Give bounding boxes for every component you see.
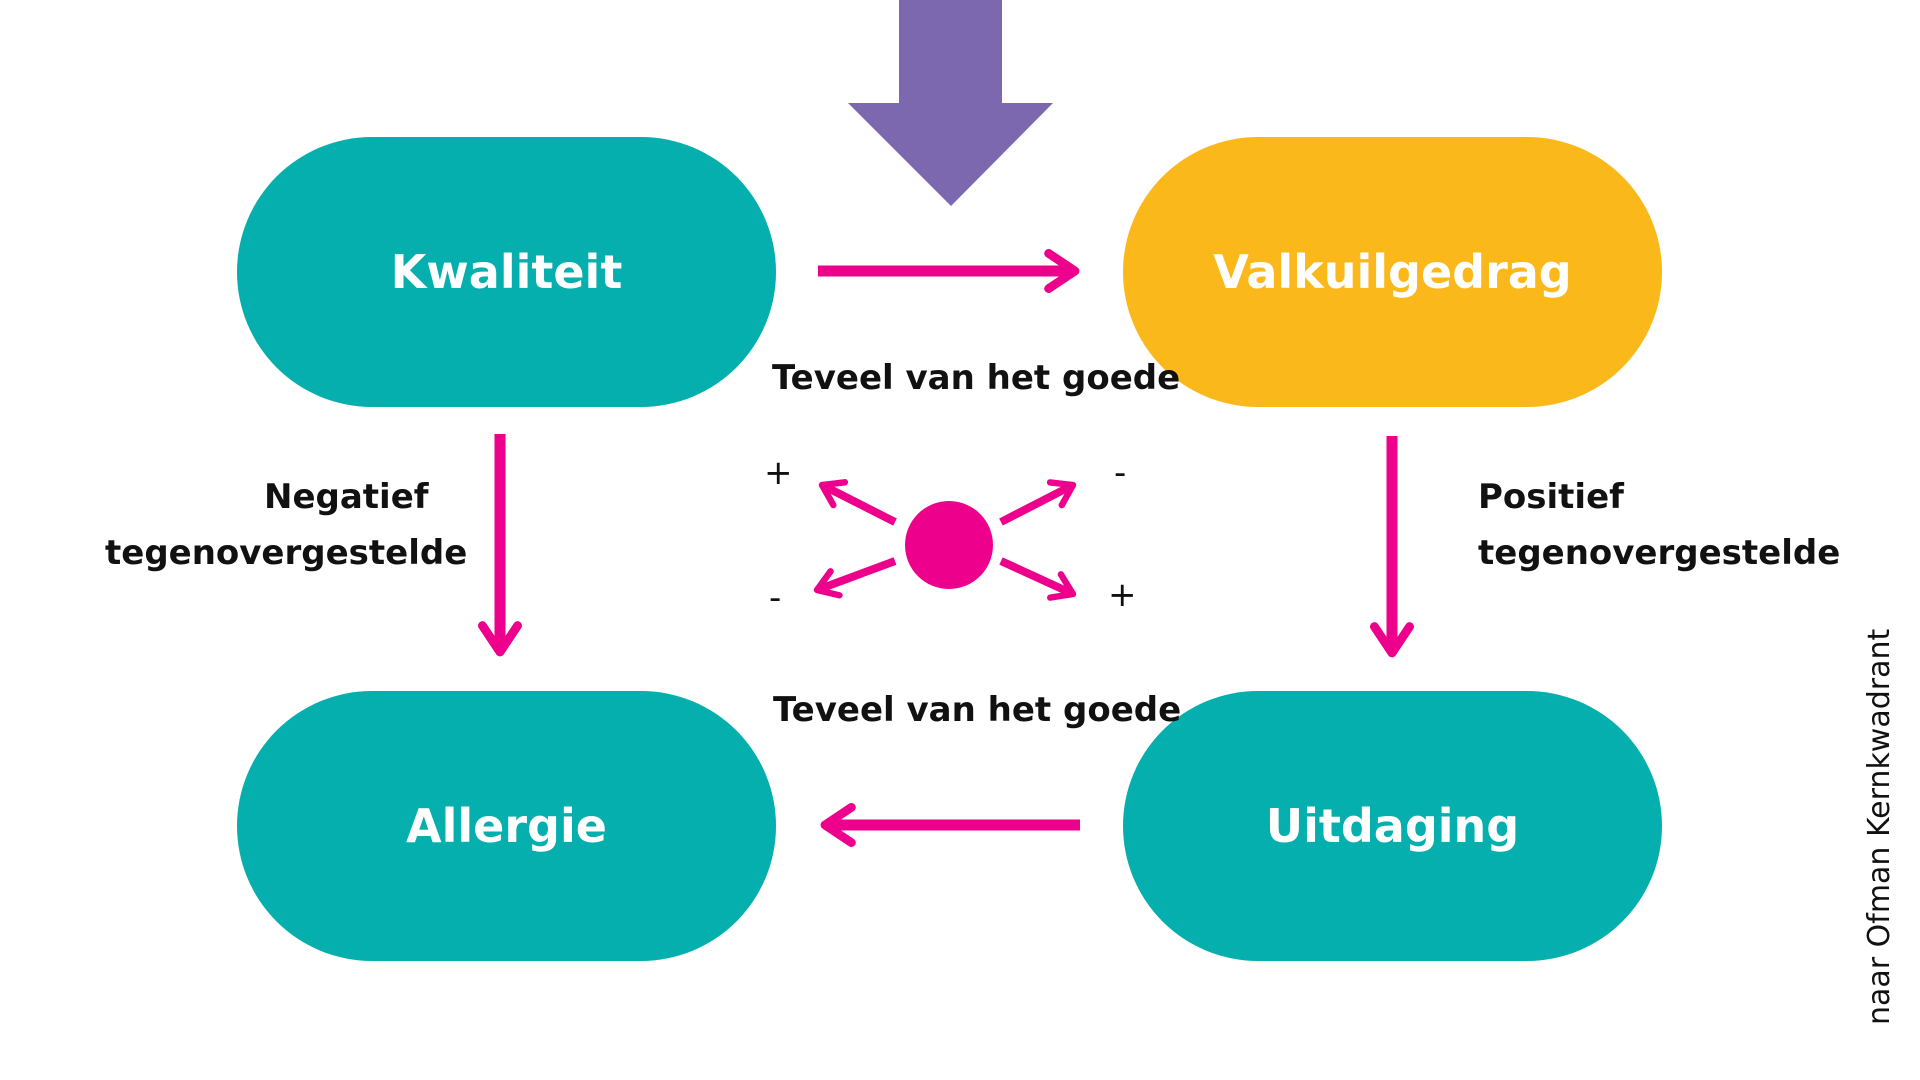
- left-edge-label-line1: Negatief: [264, 477, 429, 517]
- center-arrow-top-left: [818, 479, 897, 526]
- bottom-edge-label: Teveel van het goede: [773, 690, 1182, 730]
- center-arrow-bottom-left: [813, 557, 897, 599]
- sign-top-left: +: [764, 453, 793, 493]
- node-allergy: Allergie: [237, 691, 776, 961]
- sign-bottom-left: -: [769, 578, 782, 618]
- credit-text: naar Ofman Kernkwadrant: [1862, 628, 1897, 1025]
- center-dot-icon: [905, 501, 993, 589]
- top-edge-label: Teveel van het goede: [772, 358, 1181, 398]
- node-challenge-label: Uitdaging: [1265, 799, 1520, 853]
- node-quality-label: Kwaliteit: [390, 245, 623, 299]
- node-allergy-label: Allergie: [406, 799, 607, 853]
- node-pitfall-label: Valkuilgedrag: [1213, 245, 1572, 299]
- node-challenge: Uitdaging: [1123, 691, 1662, 961]
- center-arrow-top-right: [999, 479, 1077, 526]
- right-edge-label-line1: Positief: [1478, 477, 1624, 517]
- sign-bottom-right: +: [1108, 575, 1137, 615]
- node-quality: Kwaliteit: [237, 137, 776, 407]
- node-pitfall: Valkuilgedrag: [1123, 137, 1662, 407]
- center-arrow-bottom-right: [999, 557, 1077, 601]
- incoming-arrow-icon: [848, 0, 1053, 206]
- right-edge-label-line2: tegenovergestelde: [1478, 533, 1841, 573]
- sign-top-right: -: [1114, 453, 1127, 493]
- left-edge-label-line2: tegenovergestelde: [105, 533, 468, 573]
